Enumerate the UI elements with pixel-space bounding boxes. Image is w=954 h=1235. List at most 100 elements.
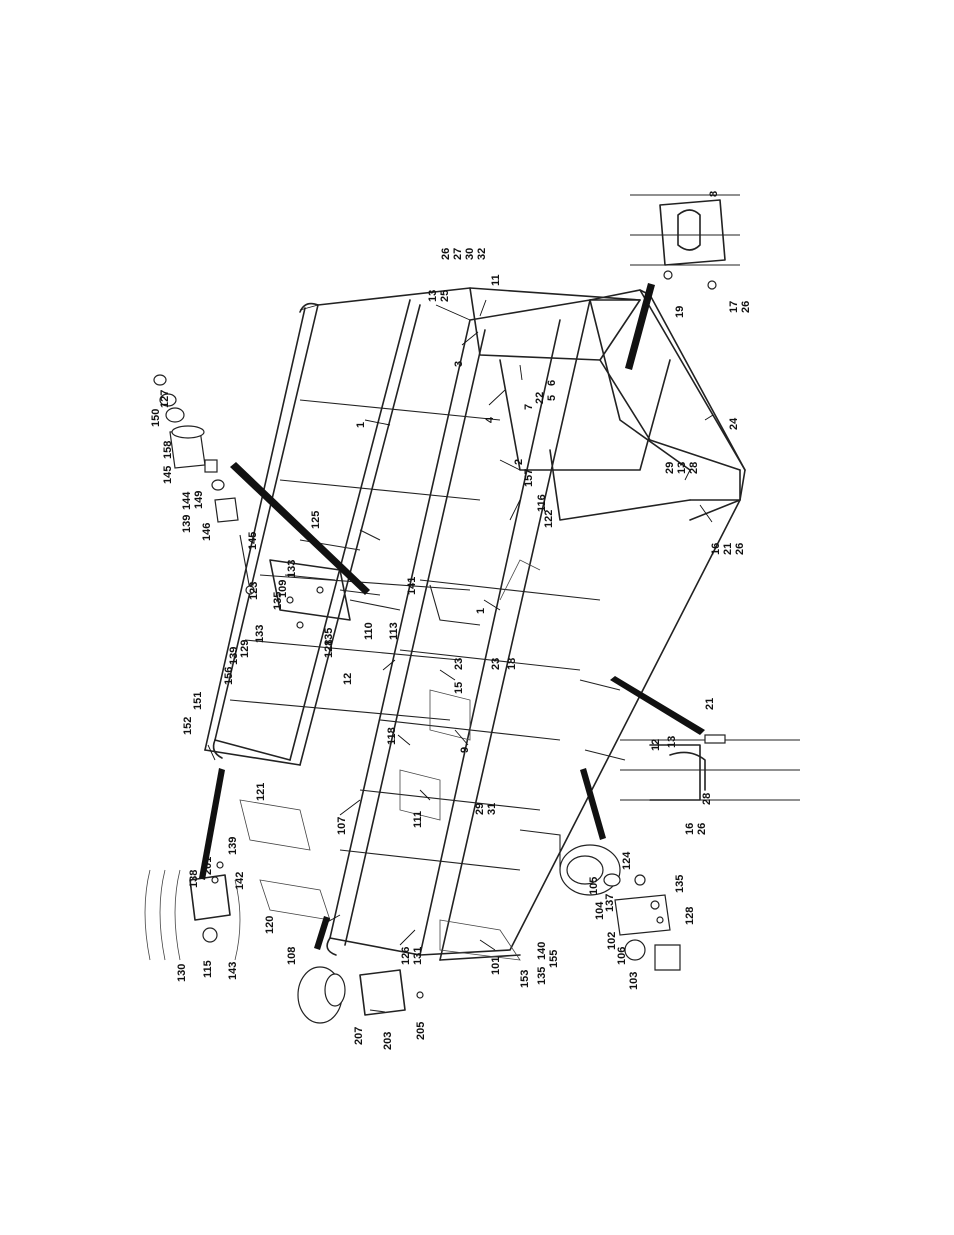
callout-label: 12 [342, 673, 354, 685]
callout-label: 128 [684, 907, 696, 925]
detail-wheel-assembly [153, 374, 255, 595]
callout-label: 138 [188, 870, 200, 888]
callout-label: 158 [162, 441, 174, 459]
callout-label: 121 [255, 783, 267, 801]
callout-label: 127 [159, 390, 171, 408]
callout-label: 145 [247, 532, 259, 550]
callout-label: 135 [674, 875, 686, 893]
callout-label: 124 [621, 851, 633, 870]
callout-label: 135 [323, 628, 335, 646]
callout-label: 120 [264, 916, 276, 934]
callout-label: 6 [546, 380, 558, 386]
callout-label: 131 [412, 947, 424, 965]
callout-label: 1 [475, 608, 487, 614]
callout-label: 142 [234, 872, 246, 890]
callout-label: 126 [400, 947, 412, 965]
detail-inset-bottom-right [610, 676, 800, 801]
callout-label: 118 [386, 727, 398, 745]
detail-inset-top-right [625, 194, 740, 370]
callout-label: 23 [490, 658, 502, 670]
callout-label: 152 [182, 717, 194, 735]
callout-label: 1 [355, 422, 367, 428]
callout-label: 25 [439, 290, 451, 302]
callout-label: 115 [202, 960, 214, 978]
callout-label: 23 [453, 658, 465, 670]
callout-label: 139 [227, 837, 239, 855]
callout-label: 156 [223, 667, 235, 685]
callout-label: 17 [728, 301, 740, 313]
callout-label: 122 [543, 510, 555, 528]
callout-label: 21 [722, 543, 734, 555]
callout-label: 103 [628, 972, 640, 990]
callout-label: 29 [474, 803, 486, 815]
callout-label: 13 [427, 290, 439, 302]
base-slab [589, 289, 746, 521]
callout-label: 2 [513, 459, 525, 465]
callout-label: 18 [506, 658, 518, 670]
callout-label: 205 [415, 1022, 427, 1040]
callout-label: 207 [353, 1027, 365, 1045]
callout-label: 151 [192, 692, 204, 710]
callout-label: 11 [490, 274, 502, 286]
callout-label: 144 [181, 491, 193, 510]
callout-label: 5 [546, 395, 558, 401]
platform-frame [204, 287, 741, 961]
callout-label: 109 [277, 580, 289, 598]
callout-label: 22 [534, 392, 546, 404]
callout-label: 26 [740, 301, 752, 313]
callout-label: 15 [453, 682, 465, 694]
callout-label: 155 [548, 950, 560, 968]
detail-pad-assembly [559, 768, 681, 971]
callout-label: 3 [453, 361, 465, 367]
callout-label: 157 [523, 469, 535, 487]
leader-lines [207, 299, 714, 951]
callout-label: 26 [734, 543, 746, 555]
callout-label: 108 [286, 947, 298, 965]
callout-label: 203 [382, 1032, 394, 1050]
callout-label: 123 [248, 582, 260, 600]
callout-label: 12 [650, 739, 662, 751]
callout-label: 8 [708, 191, 720, 197]
callout-label: 146 [201, 523, 213, 541]
callout-label: 110 [363, 622, 375, 640]
callout-label: 24 [728, 417, 740, 430]
callout-label: 9 [459, 747, 471, 753]
callout-label: 135 [536, 967, 548, 985]
callout-label: 16 [684, 823, 696, 835]
callout-label: 143 [227, 962, 239, 980]
callout-label: 30 [464, 248, 476, 260]
callout-label: 13 [676, 462, 688, 474]
callout-label: 4 [484, 416, 496, 423]
callout-label: 139 [181, 515, 193, 533]
callout-label: 128 [323, 640, 335, 658]
detail-beacon [297, 916, 424, 1024]
callout-label: 106 [616, 947, 628, 965]
callout-label: 113 [388, 622, 400, 640]
callout-label: 101 [490, 957, 502, 975]
callout-label: 102 [606, 932, 618, 950]
callout-label: 133 [254, 625, 266, 643]
callout-label: 26 [440, 248, 452, 260]
callout-label: 141 [406, 577, 418, 595]
callout-label: 26 [696, 823, 708, 835]
callout-label: 29 [664, 462, 676, 474]
callout-label: 116 [536, 494, 548, 512]
detail-caster-bracket [230, 462, 370, 629]
callout-label: 105 [588, 877, 600, 895]
callout-label: 149 [193, 491, 205, 509]
callout-label: 153 [519, 970, 531, 988]
callout-label: 201 [202, 857, 214, 875]
callout-label: 7 [523, 404, 535, 410]
callout-label: 19 [674, 306, 686, 318]
callout-label: 111 [412, 811, 424, 828]
callout-label: 140 [536, 942, 548, 960]
callout-labels: 1 1 2 3 4 5 6 7 8 9 11 12 12 13 13 13 13… [150, 191, 752, 1050]
callout-label: 13 [666, 736, 678, 748]
callout-label: 27 [452, 248, 464, 260]
callout-label: 16 [710, 543, 722, 555]
callout-label: 125 [310, 511, 322, 529]
callout-label: 21 [704, 698, 716, 710]
callout-label: 107 [336, 817, 348, 835]
callout-label: 130 [176, 964, 188, 982]
